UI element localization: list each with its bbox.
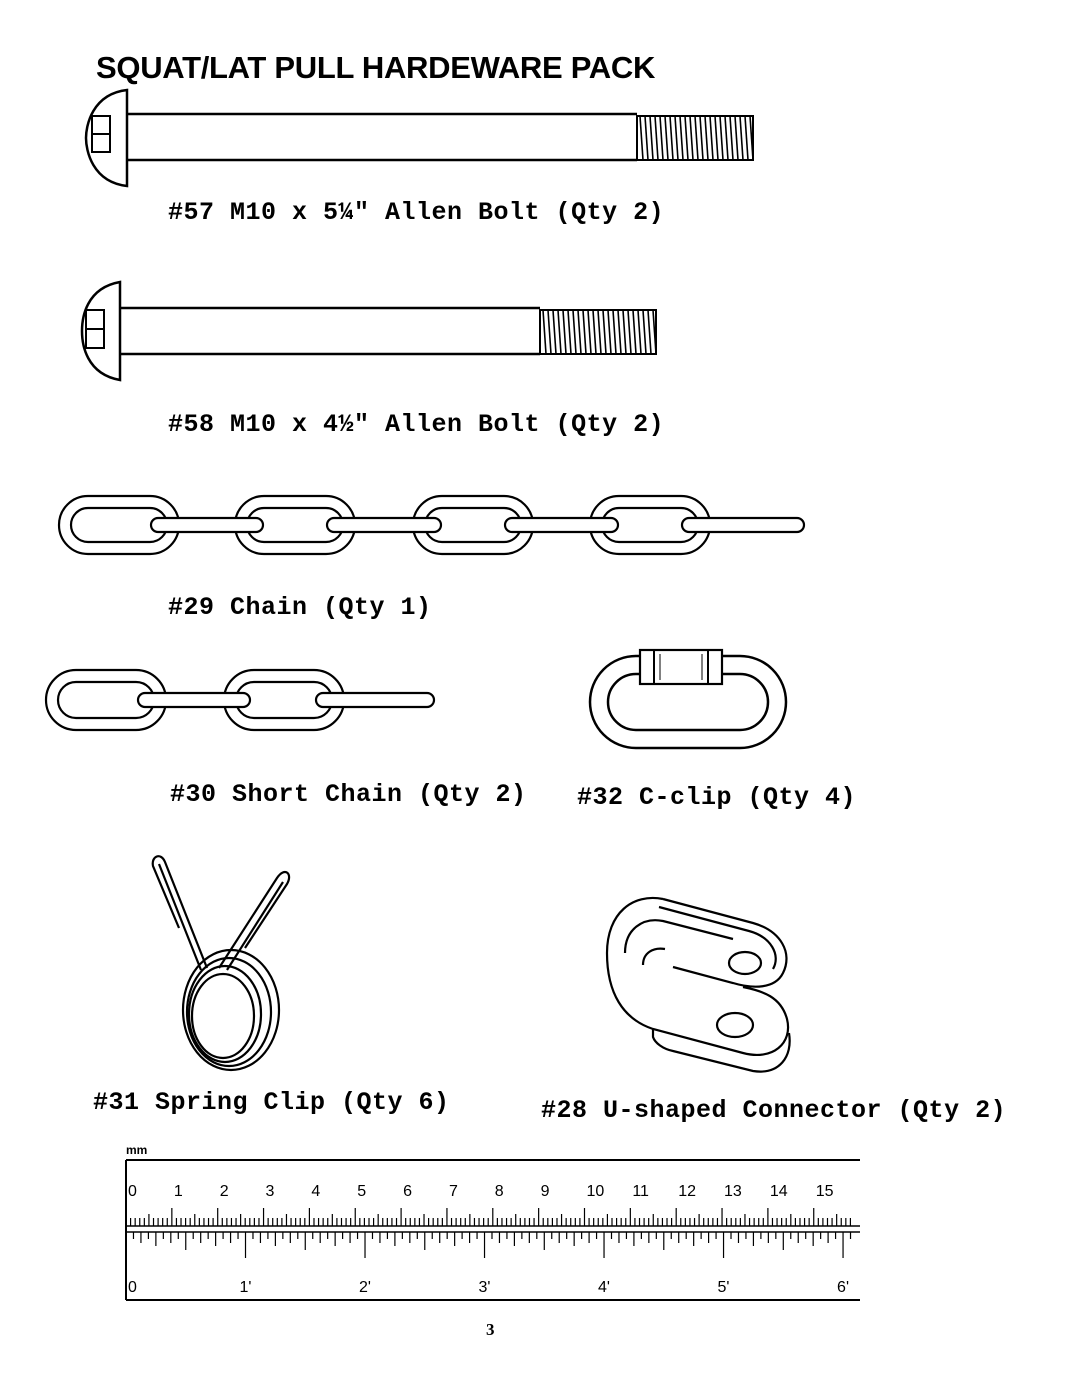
thread-line: [612, 309, 617, 355]
thread-line: [739, 115, 744, 161]
thread-line: [622, 309, 627, 355]
thread-line: [582, 309, 587, 355]
mm-tick-label: 13: [724, 1183, 742, 1200]
thread-line: [689, 115, 694, 161]
thread-line: [659, 115, 664, 161]
thread-line: [557, 309, 562, 355]
c-clip-32-icon: [588, 648, 788, 750]
thread-line: [664, 115, 669, 161]
page-number: 3: [486, 1320, 495, 1339]
inch-tick-label: 5': [718, 1279, 730, 1296]
mm-tick-label: 7: [449, 1183, 458, 1200]
thread-line: [562, 309, 567, 355]
thread-line: [617, 309, 622, 355]
thread-line: [709, 115, 714, 161]
thread-line: [597, 309, 602, 355]
caption-part-28: #28 U-shaped Connector (Qty 2): [541, 1096, 1007, 1125]
thread-line: [647, 309, 652, 355]
thread-line: [552, 309, 557, 355]
thread-line: [602, 309, 607, 355]
mm-tick-label: 11: [632, 1183, 649, 1200]
caption-part-29: #29 Chain (Qty 1): [168, 593, 432, 622]
mm-tick-label: 0: [128, 1183, 137, 1200]
thread-line: [607, 309, 612, 355]
inch-tick-label: 6': [837, 1279, 849, 1296]
u-connector-28-icon: [605, 896, 791, 1073]
mm-tick-label: 12: [678, 1183, 696, 1200]
thread-line: [674, 115, 679, 161]
mm-tick-label: 9: [541, 1183, 550, 1200]
thread-line: [734, 115, 739, 161]
inch-tick-label: 4': [598, 1279, 610, 1296]
mm-tick-label: 3: [266, 1183, 275, 1200]
thread-line: [729, 115, 734, 161]
thread-line: [577, 309, 582, 355]
inch-tick-label: 0: [128, 1279, 137, 1296]
page-title: SQUAT/LAT PULL HARDEWARE PACK: [96, 50, 656, 85]
thread-line: [694, 115, 699, 161]
thread-line: [669, 115, 674, 161]
mm-tick-label: 15: [816, 1183, 834, 1200]
thread-line: [714, 115, 719, 161]
thread-line: [642, 309, 647, 355]
spring-clip-31-icon: [151, 855, 291, 1072]
thread-line: [547, 309, 552, 355]
thread-line: [627, 309, 632, 355]
mm-tick-label: 4: [311, 1183, 320, 1200]
caption-part-58: #58 M10 x 4½" Allen Bolt (Qty 2): [168, 410, 665, 439]
thread-line: [644, 115, 649, 161]
thread-line: [639, 115, 644, 161]
thread-line: [572, 309, 577, 355]
mm-tick-label: 2: [220, 1183, 229, 1200]
chain-29-icon: [57, 494, 806, 556]
thread-line: [637, 309, 642, 355]
thread-line: [679, 115, 684, 161]
caption-part-57: #57 M10 x 5¼" Allen Bolt (Qty 2): [168, 198, 665, 227]
thread-line: [704, 115, 709, 161]
thread-line: [699, 115, 704, 161]
allen-bolt-58-icon: [80, 280, 657, 382]
inch-tick-label: 2': [359, 1279, 371, 1296]
ruler-mm-label: mm: [126, 1143, 147, 1157]
mm-tick-label: 1: [174, 1183, 183, 1200]
thread-line: [587, 309, 592, 355]
thread-line: [649, 115, 654, 161]
thread-line: [724, 115, 729, 161]
caption-part-31: #31 Spring Clip (Qty 6): [93, 1088, 450, 1117]
mm-tick-label: 14: [770, 1183, 788, 1200]
allen-bolt-57-icon: [84, 88, 754, 188]
inch-tick-label: 3': [479, 1279, 491, 1296]
caption-part-30: #30 Short Chain (Qty 2): [170, 780, 527, 809]
thread-line: [542, 309, 547, 355]
mm-tick-label: 8: [495, 1183, 504, 1200]
thread-line: [719, 115, 724, 161]
mm-tick-label: 10: [586, 1183, 604, 1200]
caption-part-32: #32 C-clip (Qty 4): [577, 783, 857, 812]
thread-line: [744, 115, 749, 161]
thread-line: [567, 309, 572, 355]
thread-line: [684, 115, 689, 161]
mm-tick-label: 6: [403, 1183, 412, 1200]
inch-tick-label: 1': [240, 1279, 252, 1296]
thread-line: [632, 309, 637, 355]
thread-line: [592, 309, 597, 355]
short-chain-30-icon: [44, 668, 436, 732]
mm-tick-label: 5: [357, 1183, 366, 1200]
thread-line: [654, 115, 659, 161]
